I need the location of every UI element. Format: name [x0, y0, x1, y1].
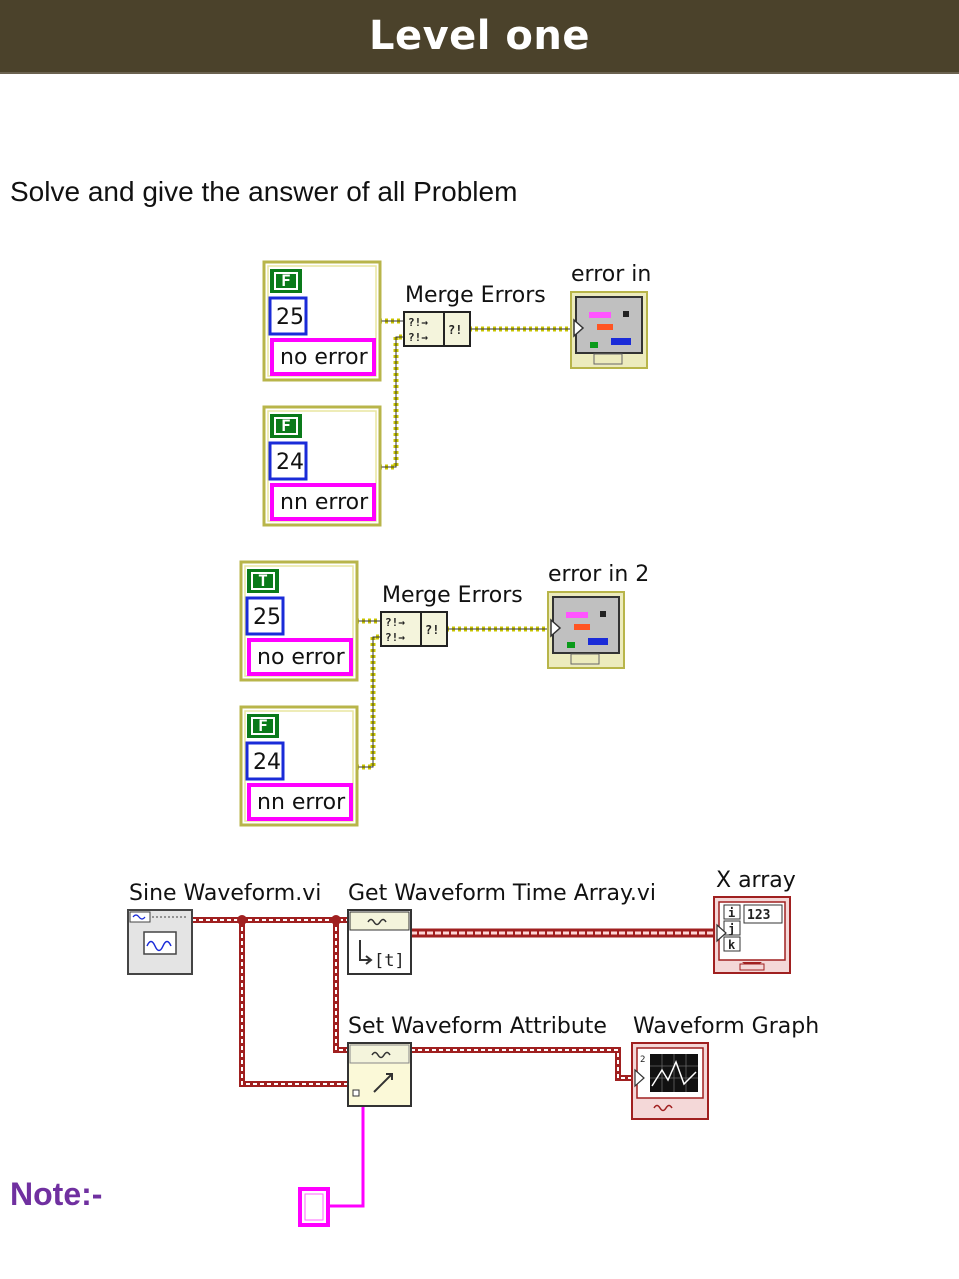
waveform-wires — [192, 915, 716, 1208]
error-indicator[interactable] — [570, 291, 648, 369]
page-title: Level one — [368, 13, 591, 59]
error-cluster-constant[interactable]: F 24 nn error — [262, 405, 382, 527]
source-text: no error — [280, 345, 369, 370]
wire-junction — [331, 915, 341, 925]
waveform-graph-indicator[interactable]: 2 — [631, 1042, 709, 1120]
index-i: i — [728, 906, 735, 920]
x-array-value: 123 — [747, 908, 770, 923]
sine-waveform-vi[interactable] — [127, 909, 193, 975]
set-attribute-label: Set Waveform Attribute — [348, 1014, 607, 1039]
set-waveform-attribute-vi[interactable] — [347, 1042, 412, 1107]
status-text: F — [281, 271, 291, 290]
source-text: nn error — [280, 490, 369, 515]
code-numeric — [268, 296, 308, 336]
error-wires-2 — [356, 618, 548, 770]
merge-errors-label: Merge Errors — [405, 283, 546, 308]
waveform-graph-label: Waveform Graph — [633, 1014, 819, 1039]
source-text: nn error — [257, 790, 346, 815]
index-k: k — [728, 938, 736, 952]
error-wires-1 — [379, 318, 571, 470]
code-numeric — [268, 441, 308, 481]
svg-text:?!→: ?!→ — [385, 616, 405, 629]
status-text: F — [281, 416, 291, 435]
svg-text:?!: ?! — [448, 323, 462, 337]
error-cluster-constant[interactable]: F 24 nn error — [239, 705, 359, 827]
svg-text:?!: ?! — [425, 623, 439, 637]
code-text: 24 — [253, 750, 281, 775]
sine-waveform-label: Sine Waveform.vi — [129, 881, 321, 906]
code-text: 25 — [253, 605, 281, 630]
source-string — [270, 483, 376, 521]
instruction-text: Solve and give the answer of all Problem — [10, 176, 518, 207]
status-text: T — [258, 571, 268, 590]
x-array-indicator[interactable]: i j k 123 — [713, 896, 791, 974]
svg-text:?!→: ?!→ — [408, 316, 428, 329]
code-text: 25 — [276, 305, 304, 330]
svg-text:?!→: ?!→ — [385, 631, 405, 644]
index-j: j — [728, 922, 735, 936]
svg-text:?!→: ?!→ — [408, 331, 428, 344]
wire-junction — [237, 915, 247, 925]
indicator-label: error in — [571, 262, 651, 287]
error-indicator[interactable] — [547, 591, 625, 669]
error-cluster-constant[interactable]: F 25 no error — [262, 260, 382, 382]
status-text: F — [258, 716, 268, 735]
problem-3: Sine Waveform.vi Get Waveform Time Array… — [127, 868, 819, 1227]
attribute-name-constant[interactable] — [298, 1187, 330, 1227]
merge-errors-label: Merge Errors — [382, 583, 523, 608]
svg-text:2: 2 — [640, 1055, 645, 1065]
note-label: Note:- — [10, 1176, 103, 1212]
title-banner: Level one — [0, 0, 959, 74]
merge-errors-node[interactable]: ?!→ ?!→ ?! — [380, 611, 448, 647]
time-symbol: [t] — [374, 951, 405, 971]
merge-errors-node[interactable]: ?!→ ?!→ ?! — [403, 311, 471, 347]
code-numeric — [245, 596, 285, 636]
get-waveform-time-array-vi[interactable]: [t] — [347, 909, 412, 975]
error-cluster-constant[interactable]: T 25 no error — [239, 560, 359, 682]
source-text: no error — [257, 645, 346, 670]
x-array-label: X array — [716, 868, 796, 893]
source-string — [247, 783, 353, 821]
problem-2: T 25 no error F 24 nn error Merge Errors… — [239, 560, 649, 827]
code-text: 24 — [276, 450, 304, 475]
source-string — [270, 338, 376, 376]
indicator-label: error in 2 — [548, 562, 649, 587]
source-string — [247, 638, 353, 676]
code-numeric — [245, 741, 285, 781]
problem-1: F 25 no error F 24 nn error Merge Errors… — [262, 260, 651, 527]
time-array-label: Get Waveform Time Array.vi — [348, 881, 656, 906]
